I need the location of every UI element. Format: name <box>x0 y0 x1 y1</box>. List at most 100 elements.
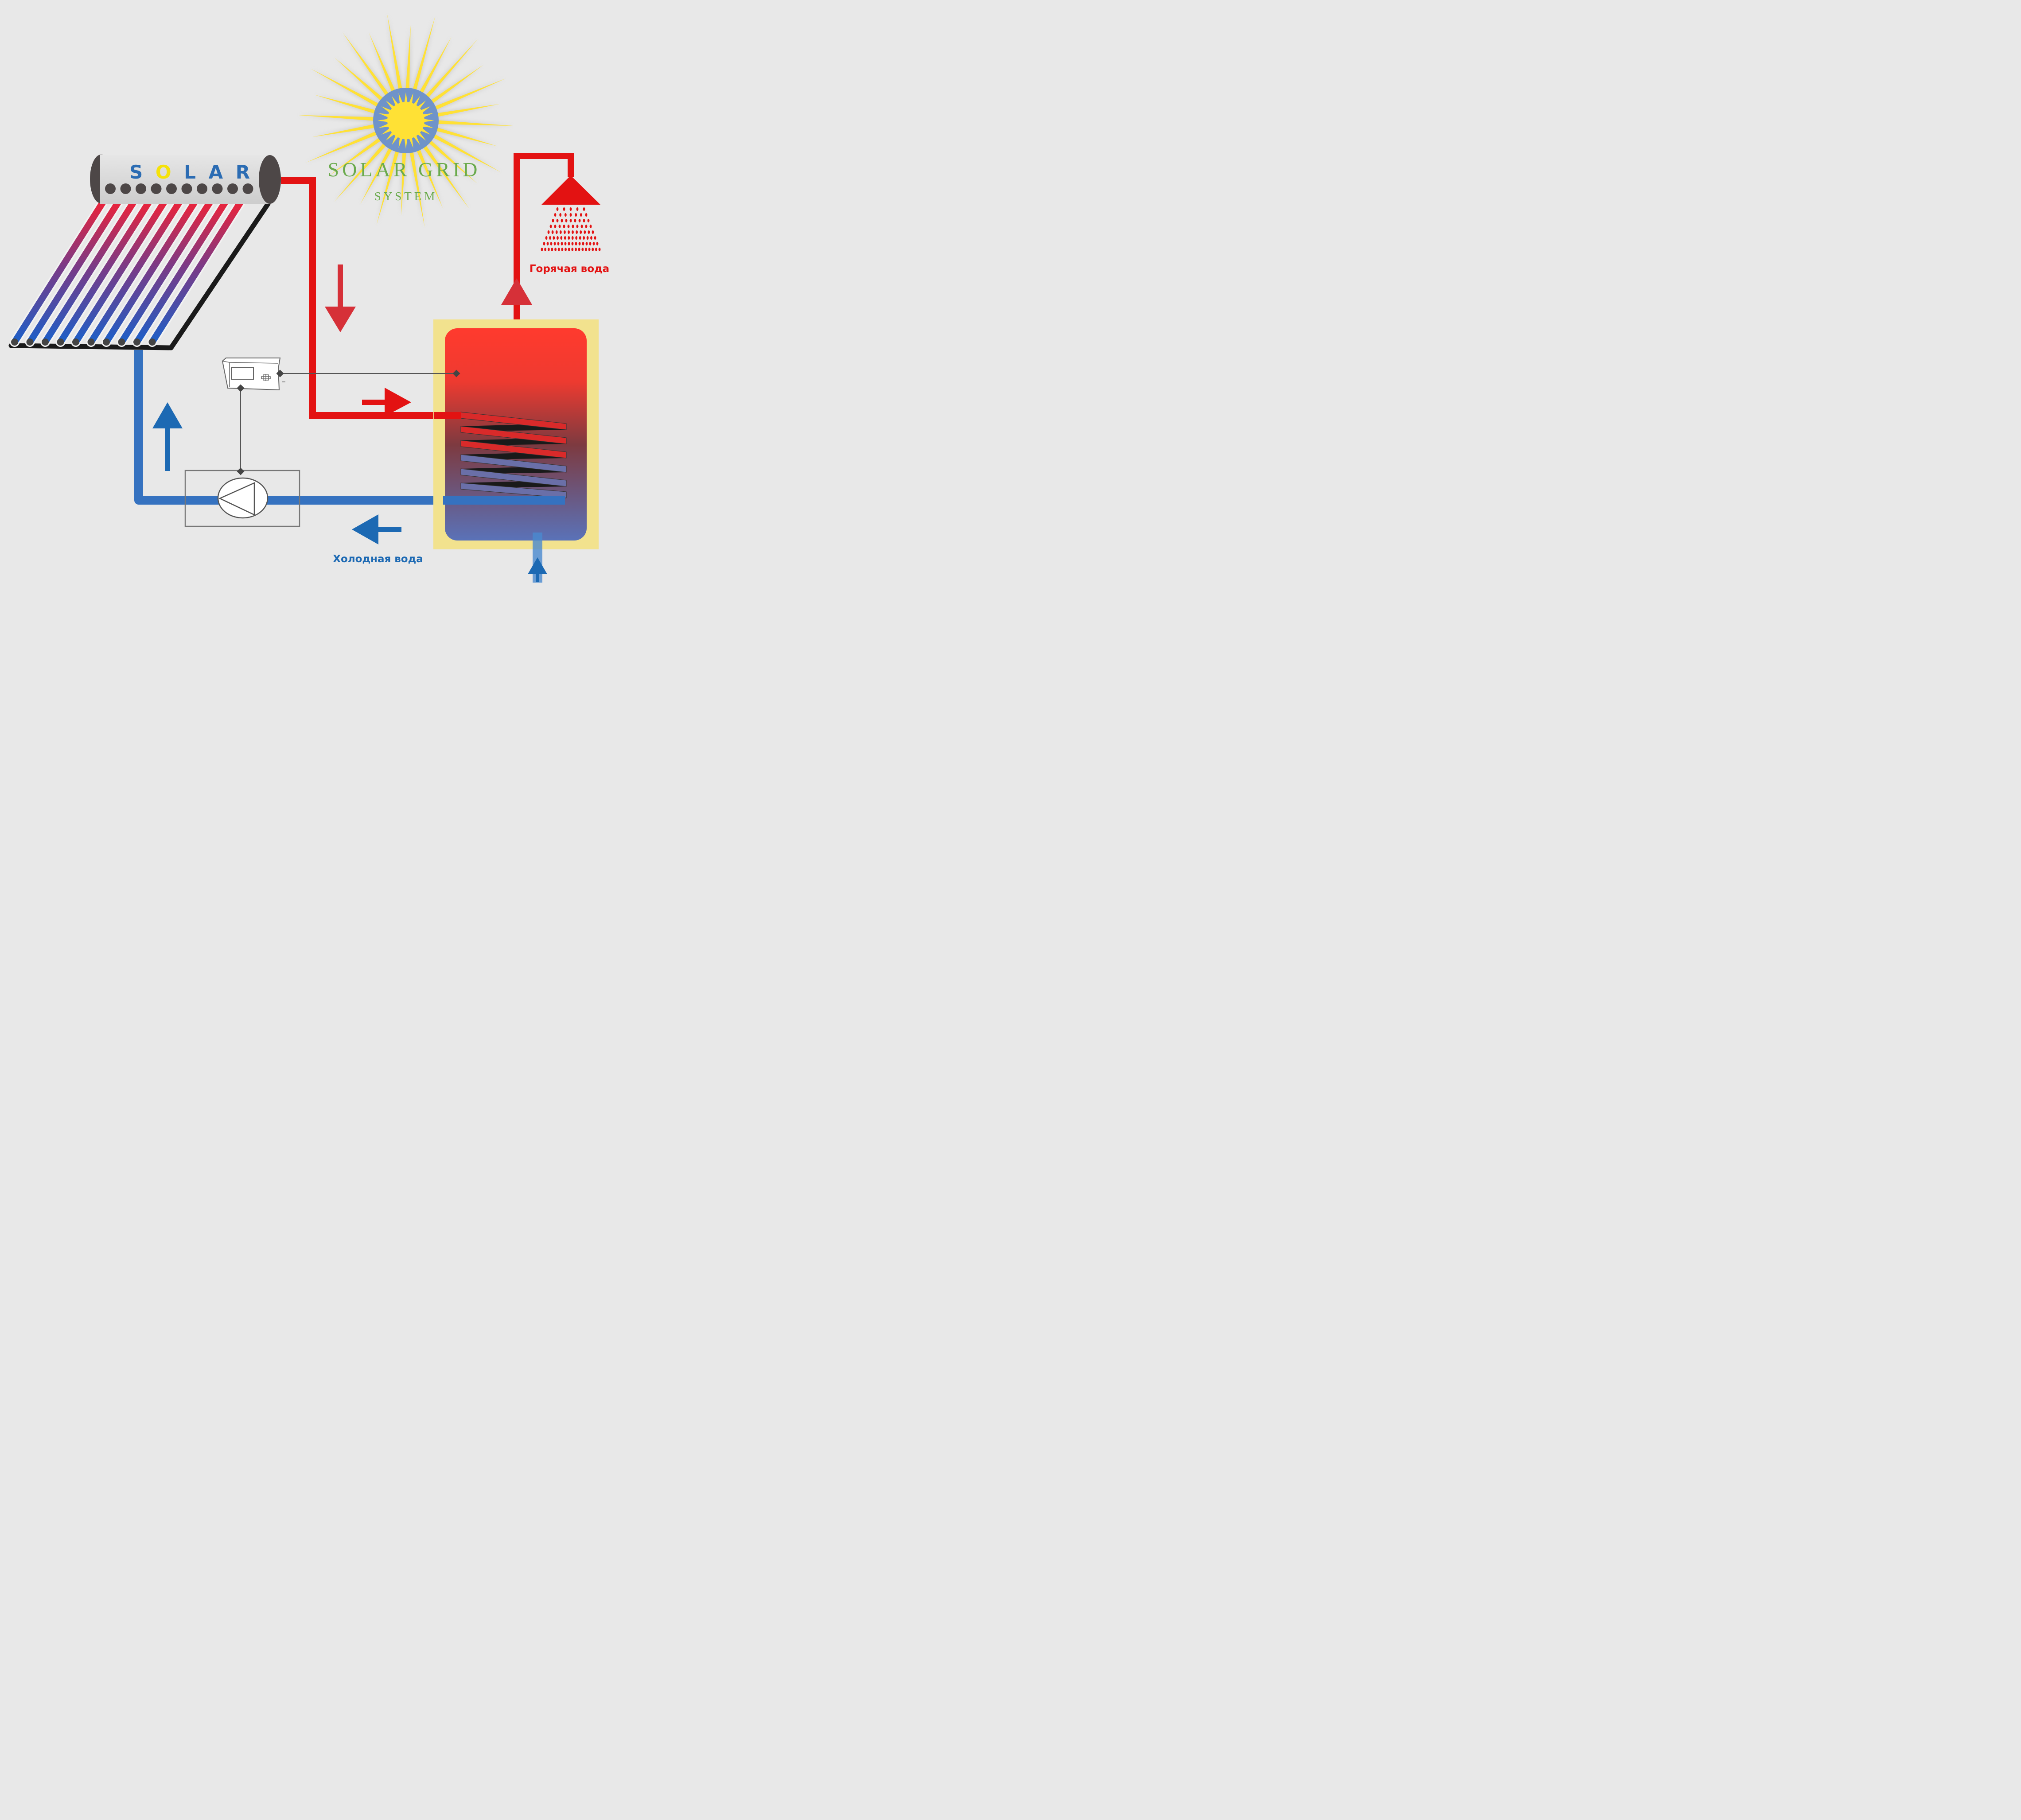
arrow-right-icon <box>362 388 411 416</box>
tube-foot <box>26 338 34 346</box>
sun-ray <box>376 145 401 225</box>
tube-foot <box>103 338 110 346</box>
sun-ray <box>314 94 381 116</box>
sun-inner-ray <box>420 106 431 113</box>
water-drop <box>561 242 563 245</box>
tank-letter: L <box>184 161 197 183</box>
water-drop <box>574 219 576 222</box>
tube-connector <box>136 183 146 194</box>
hot-supply-pipe <box>281 177 461 419</box>
collector-frame <box>8 201 271 350</box>
sun-inner-ray <box>386 100 395 109</box>
tube-foot <box>87 338 95 346</box>
sun-ray <box>334 139 390 202</box>
water-drop <box>551 230 554 234</box>
sun-ray <box>429 78 506 112</box>
water-drop <box>564 213 567 217</box>
water-drop <box>571 236 574 240</box>
sun-inner-ray <box>413 135 420 145</box>
cold-inlet-arrow <box>528 557 547 582</box>
water-drop <box>580 213 582 217</box>
control-wires <box>240 373 456 471</box>
sun-inner-ray <box>392 96 399 106</box>
water-drop <box>544 248 546 251</box>
water-drop <box>568 248 570 251</box>
vacuum-tube <box>57 187 160 346</box>
water-drop <box>564 230 566 234</box>
storage-tank <box>433 319 599 549</box>
arrow-down-icon <box>325 264 356 332</box>
water-drop <box>556 219 559 222</box>
sun-inner-ray <box>417 132 426 141</box>
water-drop <box>557 242 560 245</box>
sun-ray <box>297 115 380 121</box>
water-drop <box>553 242 556 245</box>
tube-foot <box>57 338 64 346</box>
arrow-up-icon <box>152 402 183 471</box>
sun-ray <box>424 136 478 184</box>
sun-inner-ray <box>398 137 403 148</box>
sun-inner-ray <box>413 96 420 106</box>
sun-ray <box>387 13 404 95</box>
solar-water-heating-diagram: SOLAR GRID SYSTEM S O L A R <box>8 13 609 583</box>
water-drop <box>598 248 601 251</box>
water-drop <box>569 207 572 211</box>
tube-connector <box>227 183 238 194</box>
water-drop <box>571 248 574 251</box>
sun-ray <box>420 140 469 209</box>
water-drop <box>561 248 564 251</box>
controller-buttons <box>261 374 271 381</box>
water-drop <box>554 213 557 217</box>
tank-letter: S <box>129 161 144 183</box>
sun-inner-ray <box>423 119 434 122</box>
tube-connector <box>181 183 192 194</box>
water-drop <box>569 219 572 222</box>
water-drop <box>565 219 568 222</box>
water-drop <box>578 242 581 245</box>
cold-return-pipe <box>134 350 565 505</box>
water-drop <box>551 248 553 251</box>
water-drop <box>590 236 592 240</box>
tube-connectors <box>105 183 253 194</box>
sun-ray <box>431 125 498 147</box>
pump-triangle <box>218 482 255 516</box>
sun-ray <box>343 32 392 101</box>
vacuum-tube <box>11 187 114 346</box>
water-drop <box>588 230 590 234</box>
sun-inner-ray <box>386 132 395 141</box>
vacuum-tube <box>42 187 144 346</box>
sun-inner-ray <box>422 123 433 128</box>
water-drop <box>576 207 579 211</box>
sun-ray <box>334 57 388 105</box>
water-drop <box>596 242 599 245</box>
water-drop <box>588 248 591 251</box>
vacuum-tube <box>88 187 190 346</box>
water-drop <box>592 248 594 251</box>
water-drop <box>580 225 583 228</box>
water-drop <box>569 213 572 217</box>
tube-foot <box>148 338 156 346</box>
shower-head-icon <box>541 175 601 251</box>
sun-inner-ray <box>404 138 408 149</box>
water-drop <box>543 242 545 245</box>
tube-foot <box>42 338 49 346</box>
water-drop <box>592 230 594 234</box>
sun-inner-ray <box>378 113 389 118</box>
sun-inner-ray <box>417 100 426 109</box>
water-drop <box>564 242 567 245</box>
sun-inner-ray <box>392 135 399 145</box>
sun-ray <box>405 25 411 94</box>
controller-icon <box>222 358 285 391</box>
vacuum-tube <box>103 187 206 346</box>
water-drop <box>563 225 565 228</box>
water-drop <box>563 207 565 211</box>
water-drop <box>595 248 597 251</box>
coil-turn <box>460 468 567 487</box>
water-drop <box>550 242 553 245</box>
water-drop <box>575 236 578 240</box>
tube-foot <box>72 338 79 346</box>
solar-collector: S O L A R <box>8 155 281 350</box>
vacuum-tube <box>133 187 236 346</box>
controller-display <box>231 367 254 380</box>
water-drop <box>586 236 589 240</box>
